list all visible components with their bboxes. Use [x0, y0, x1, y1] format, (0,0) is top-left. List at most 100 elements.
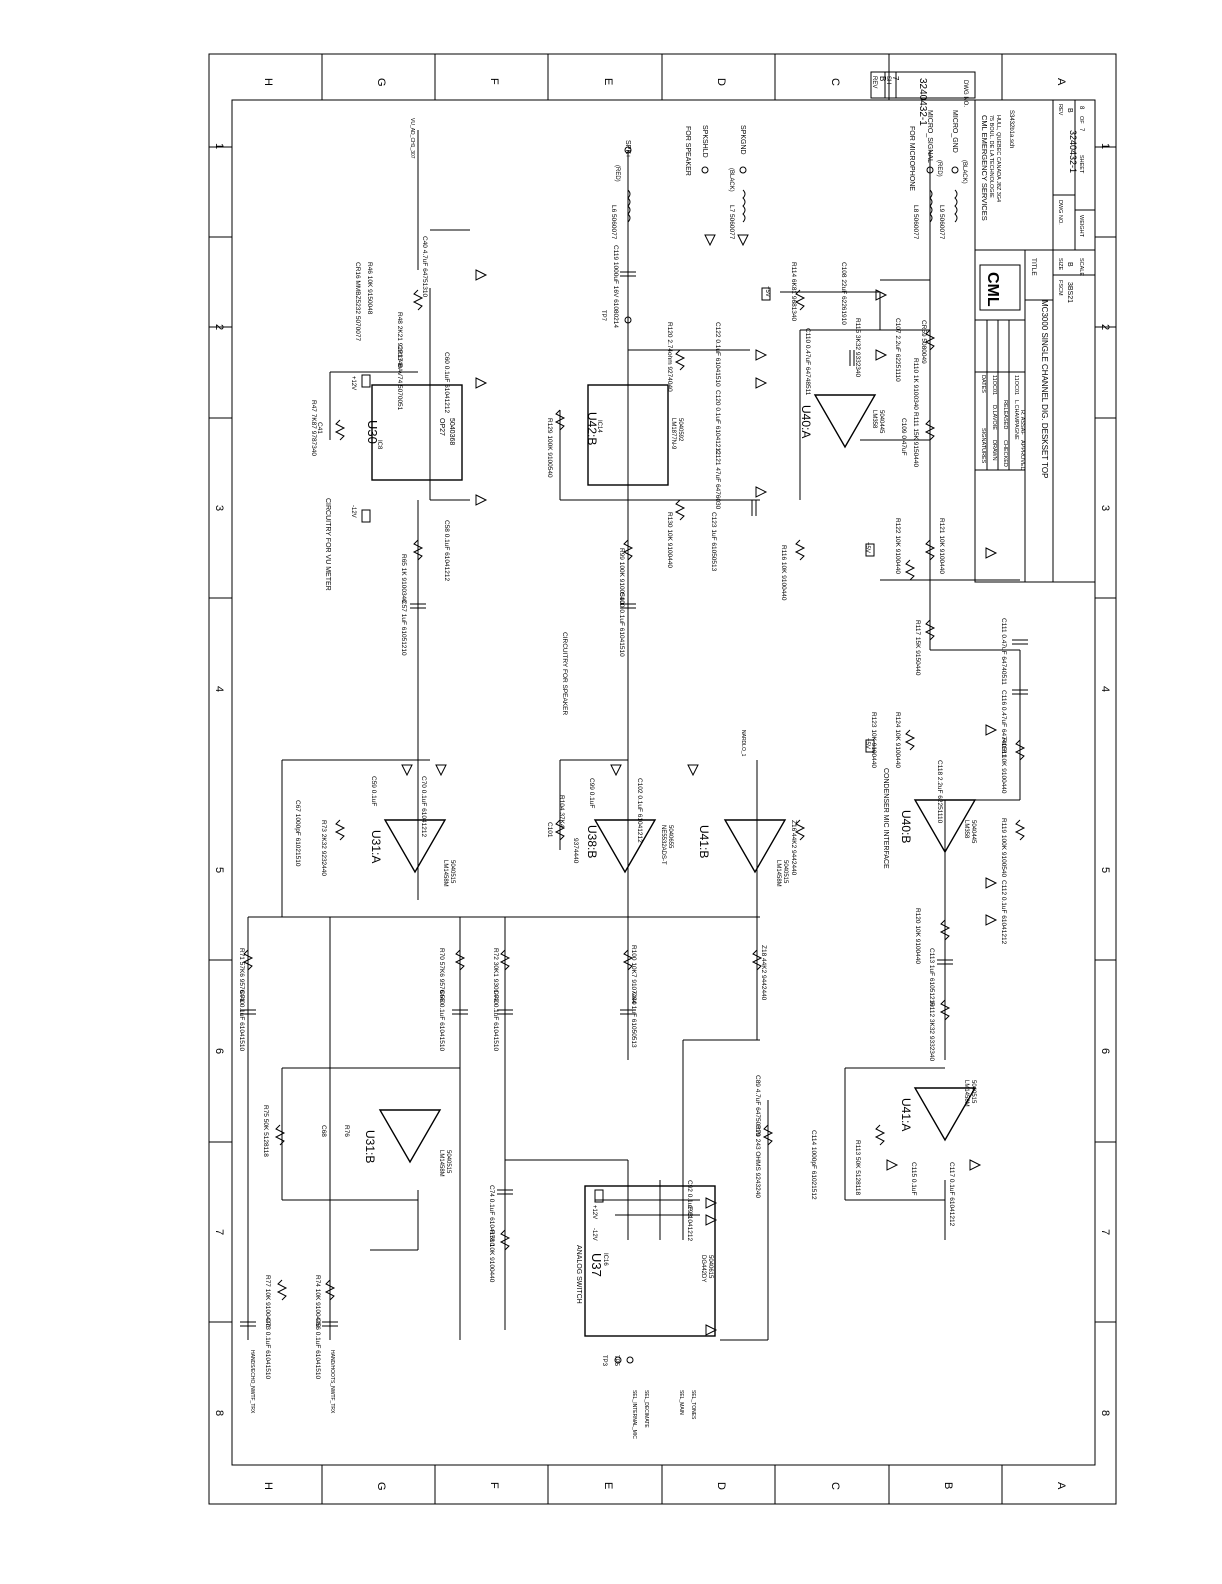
label-r48: R48 2K21 9221340: [396, 312, 403, 368]
label-r65: R65 1K 9100340: [400, 554, 407, 603]
port-sel2: SEL_DECIMATE: [643, 1390, 649, 1428]
u41b-part: LM1458M: [775, 860, 781, 887]
grid-letter: D: [715, 78, 727, 86]
grid-number: 6: [1099, 1048, 1111, 1054]
port-micro-black: (BLACK): [961, 160, 967, 184]
label-r121: R121 10K 9100440: [938, 518, 945, 574]
label-r71: R71 57K6 9576440: [238, 948, 245, 1004]
size-value: B: [1066, 262, 1073, 267]
grid-number: 7: [1099, 1229, 1111, 1235]
u42b-part: LM1877N-9: [670, 418, 676, 450]
u37-pn: 5040615: [707, 1255, 713, 1279]
u40b-pn: 5040445: [970, 820, 976, 844]
label-r47: R47 7K87 9787340: [310, 400, 317, 456]
label-r104-pn: 9374440: [572, 838, 579, 864]
u40b-ref: U40:B: [899, 810, 913, 843]
resistors: [242, 289, 1026, 1301]
u37-ref: U37: [589, 1253, 604, 1277]
grid-letter: H: [262, 78, 274, 86]
label-r115: R115 3K32 9332340: [854, 318, 861, 378]
dwg-number-box: REV B SH 7 3240432-1 DWG NO.: [870, 71, 976, 126]
grid-letter: F: [488, 78, 500, 85]
port-sel4: SEL_TONES: [690, 1390, 696, 1420]
company-address2: HULL, QUEBEC CANADA J8Z 3G4: [995, 115, 1001, 202]
u31a-part: LM1458M: [442, 860, 448, 887]
label-r78: R78 10K 9100440: [488, 1230, 495, 1283]
port-tp3: TP3: [601, 1355, 607, 1367]
label-r119: R119 100K 9100540: [1000, 818, 1007, 878]
u31b-ref: U31:B: [363, 1130, 377, 1163]
u30-ic: IC8: [376, 440, 382, 450]
u38b-triangle: [593, 819, 657, 874]
port-vu-out: VU_AD_CH1_307: [409, 118, 415, 159]
inner-border: [231, 99, 1096, 1466]
rev2-value: B: [1066, 108, 1073, 113]
signatures-label: SIGNATURES: [980, 428, 986, 464]
weight-label: WEIGHT: [1078, 215, 1084, 238]
label-r110: R110 1K 9100340: [912, 358, 919, 410]
grid-letter: C: [829, 1482, 841, 1490]
label-r70: R70 57K6 9576440: [438, 948, 445, 1004]
label-r116: R116 10K 9100440: [780, 545, 787, 601]
port-in2: HAND/HOOTS_NWTF_TRX: [329, 1350, 335, 1414]
u41a-part: LM1458M: [963, 1080, 969, 1107]
checked-label: CHECKED: [1002, 440, 1008, 467]
u40a-part: LM358: [871, 410, 877, 429]
label-r117: R117 15K 9150440: [914, 620, 921, 676]
border-row-letters-top: H G F E D C A: [262, 78, 1067, 87]
power-flags: +12V -12V +5V +5V +5V +12V -12V: [350, 286, 875, 1241]
label-c107: C107 2.2uF 62251110: [894, 318, 901, 382]
port-micro-signal: MICRO_SIGNAL: [926, 110, 933, 163]
label-c117: C117 0.1uF 61041212: [948, 1162, 955, 1227]
power-n12-u37: -12V: [591, 1228, 597, 1241]
label-r129: R129 100K 9100540: [546, 418, 553, 478]
label-r73: R73 2K32 9232440: [320, 820, 327, 876]
of-label: OF: [1078, 116, 1084, 124]
grounds: [401, 234, 998, 1336]
label-c111: C111 0.47uF 64740511: [1000, 618, 1007, 685]
u40b-part: LM358: [963, 820, 969, 839]
label-r112: R112 3K32 9332340: [928, 1002, 935, 1062]
rev-label: REV: [871, 76, 877, 88]
u30-ref: U30: [365, 420, 380, 444]
power-n12-u30: -12V: [350, 505, 356, 518]
port-labels: SPK+ (RED) SPKSHLD SPKGND (BLACK) MICRO_…: [249, 110, 967, 1439]
label-r75: R75 50K 5128118: [262, 1105, 269, 1157]
label-c123: C123 1uF 61050513: [710, 512, 717, 572]
power-p5-r122: +5V: [864, 542, 870, 553]
label-r72: R72 30K1 9301440: [492, 948, 499, 1004]
note-analog-switch: ANALOG SWITCH: [575, 1245, 582, 1304]
label-c40: C40 4.7uF 64751310: [421, 236, 428, 297]
sh-value: 7: [891, 76, 900, 81]
label-r111: R111 15K 9150440: [912, 412, 919, 467]
note-for-microphone: FOR MICROPHONE: [908, 126, 915, 191]
dwg-no-value: 3240432-1: [917, 78, 928, 126]
power-p5-mic: +5V: [764, 286, 770, 297]
drawn-date: 11OC01: [991, 375, 997, 395]
u41a-ref: U41:A: [899, 1098, 913, 1131]
grid-number: 8: [1099, 1410, 1111, 1416]
label-c110: C110 0.47uF 64748511: [804, 328, 811, 396]
label-r122: R122 10K 9100440: [894, 518, 901, 574]
label-l7: L7 5060077: [728, 205, 735, 240]
label-c92: C92 0.1uF 61041212: [686, 1180, 693, 1241]
label-c113: C113 1uF 61051210: [928, 948, 935, 1007]
u38b-ref: U38:B: [585, 825, 599, 858]
grid-number: 3: [1099, 505, 1111, 511]
port-tp5: TP5: [613, 1355, 619, 1367]
inductors: [627, 189, 958, 223]
label-z16: Z16 44K2 9442440: [790, 820, 797, 876]
grid-letter: G: [375, 78, 387, 87]
u41b-ref: U41:B: [697, 825, 711, 858]
company-address1: 75 BOUL. DE LA TECHNOLOGIE: [988, 115, 994, 198]
label-c94: C94 1uF 61050513: [630, 992, 637, 1048]
border-col-numbers-left: 1 2 3 4 5 6 7 8: [213, 143, 225, 1416]
label-c101: C101: [546, 822, 553, 838]
grid-number: 2: [1099, 324, 1111, 330]
label-c120: C120 0.1uF 61041212: [714, 390, 721, 455]
title-block: CML CML EMERGENCY SERVICES 75 BOUL. DE L…: [974, 99, 1096, 583]
approved-value: R. ASSAF: [1019, 410, 1025, 435]
port-micro-gnd: MICRO_GND: [951, 110, 958, 153]
label-c93: C93: [686, 1205, 693, 1217]
label-c70: C70 0.1uF 61041212: [420, 776, 427, 837]
